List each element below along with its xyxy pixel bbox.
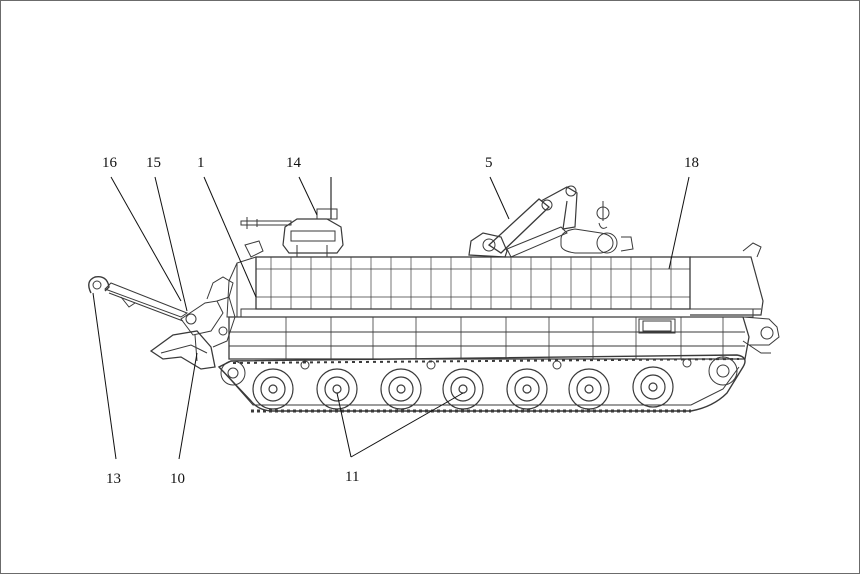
leader-11a — [336, 392, 352, 458]
front-equipment — [88, 276, 236, 370]
hull — [228, 316, 780, 360]
callout-18: 18 — [684, 155, 699, 171]
leader-11b — [350, 392, 464, 458]
callout-5: 5 — [485, 155, 493, 171]
leader-13 — [92, 292, 117, 460]
leader-16 — [110, 176, 182, 302]
running-gear — [217, 354, 746, 413]
leader-14 — [298, 176, 318, 216]
callout-13: 13 — [106, 471, 121, 487]
leader-10 — [178, 352, 198, 460]
leader-5 — [489, 176, 510, 220]
callout-1: 1 — [197, 155, 205, 171]
leader-18 — [668, 176, 690, 270]
callout-15: 15 — [146, 155, 161, 171]
leader-lines — [92, 176, 690, 460]
callout-10: 10 — [170, 471, 185, 487]
leader-1 — [203, 176, 257, 298]
armour-box — [226, 256, 764, 318]
weapon-station — [240, 177, 344, 258]
leader-15 — [154, 176, 188, 312]
callout-11: 11 — [345, 469, 360, 485]
callout-14: 14 — [286, 155, 301, 171]
crane — [468, 185, 634, 258]
callout-16: 16 — [102, 155, 117, 171]
rear-periscope — [742, 242, 762, 258]
